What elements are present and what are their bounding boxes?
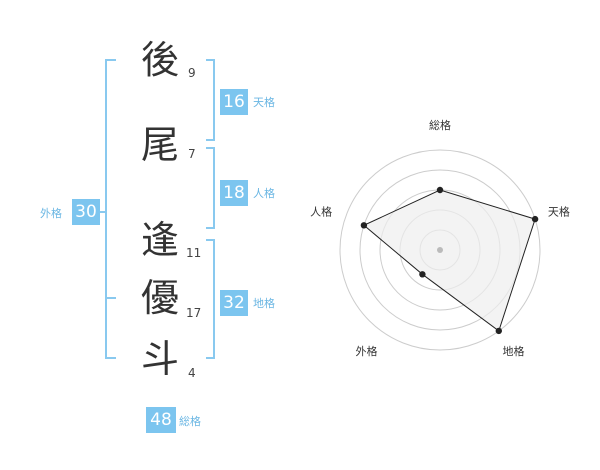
chikaku-label: 地格 — [253, 297, 275, 310]
jinkaku-label: 人格 — [253, 187, 275, 200]
stroke-count-5: 4 — [188, 366, 196, 380]
name-char-2: 尾 — [140, 123, 179, 167]
jinkaku-value: 18 — [220, 180, 248, 206]
radar-series-polygon — [362, 189, 536, 332]
radar-axis-label: 外格 — [356, 344, 378, 358]
radar-axis-label: 地格 — [503, 344, 525, 358]
radar-point — [436, 186, 444, 194]
radar-axis-label: 総格 — [429, 118, 451, 132]
radar-point — [531, 215, 539, 223]
stroke-count-3: 11 — [186, 246, 202, 260]
stroke-count-1: 9 — [188, 66, 196, 80]
stroke-count-4: 17 — [186, 306, 202, 320]
soukaku-label: 総格 — [179, 415, 201, 428]
radar-point — [495, 327, 502, 335]
radar-axis-label: 天格 — [548, 204, 570, 218]
name-char-5: 斗 — [140, 337, 179, 381]
radar-ring — [339, 149, 541, 351]
gaikaku-label: 外格 — [40, 207, 62, 220]
radar-axis-label: 人格 — [310, 204, 332, 218]
chikaku-value: 32 — [220, 290, 248, 316]
name-char-3: 逢 — [140, 218, 179, 262]
radar-point — [419, 271, 426, 278]
stroke-count-2: 7 — [188, 147, 196, 161]
name-char-1: 後 — [140, 38, 179, 82]
name-char-4: 優 — [140, 276, 179, 320]
radar-point — [360, 222, 368, 229]
tenkaku-value: 16 — [220, 89, 248, 115]
gaikaku-value: 30 — [72, 199, 100, 225]
radar-points — [360, 186, 539, 335]
tenkaku-label: 天格 — [253, 96, 275, 109]
soukaku-value: 48 — [146, 407, 176, 433]
radar-center-dot — [437, 247, 443, 253]
